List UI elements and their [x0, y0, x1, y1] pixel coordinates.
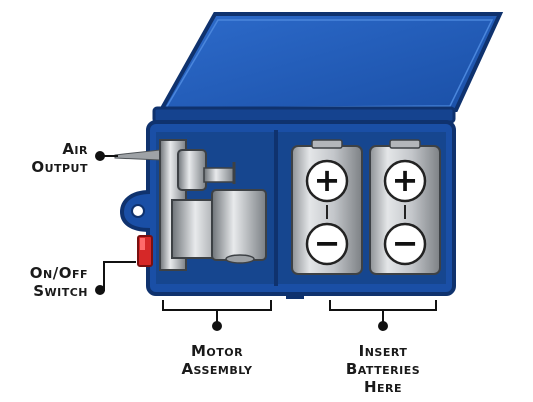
callout-on-off-switch [95, 261, 136, 295]
positive-symbol: + [392, 161, 419, 199]
positive-symbol: + [314, 161, 341, 199]
label-batteries-line3: Here [363, 378, 403, 396]
air-output-nozzle [114, 149, 161, 161]
callout-air-output [95, 151, 118, 161]
label-batteries-line2: Batteries [345, 360, 421, 378]
callout-motor-assembly [162, 300, 272, 331]
label-insert-batteries: Insert Batteries Here [323, 342, 443, 396]
label-air-output-line2: Output [31, 158, 88, 176]
label-on-off-line1: On/Off [29, 264, 88, 282]
negative-symbol: − [392, 224, 419, 262]
positive-terminal-icon [383, 159, 427, 203]
case-lid [152, 12, 504, 124]
label-batteries-line1: Insert [358, 342, 408, 360]
callout-insert-batteries [329, 300, 437, 331]
negative-terminal-icon [383, 222, 427, 266]
label-air-output-line1: Air [62, 140, 88, 158]
label-motor-line1: Motor [190, 342, 244, 360]
label-air-output: Air Output [4, 140, 88, 176]
label-motor-line2: Assembly [181, 360, 253, 378]
negative-terminal-icon [305, 222, 349, 266]
hanging-loop [119, 190, 151, 232]
motor-assembly [159, 139, 267, 271]
positive-terminal-icon [305, 159, 349, 203]
label-motor-assembly: Motor Assembly [162, 342, 272, 378]
label-on-off-switch: On/Off Switch [4, 264, 88, 300]
battery-right: + − [369, 139, 441, 275]
negative-symbol: − [314, 224, 341, 262]
on-off-switch[interactable] [137, 235, 153, 267]
battery-left: + − [291, 139, 363, 275]
label-on-off-line2: Switch [33, 282, 88, 300]
